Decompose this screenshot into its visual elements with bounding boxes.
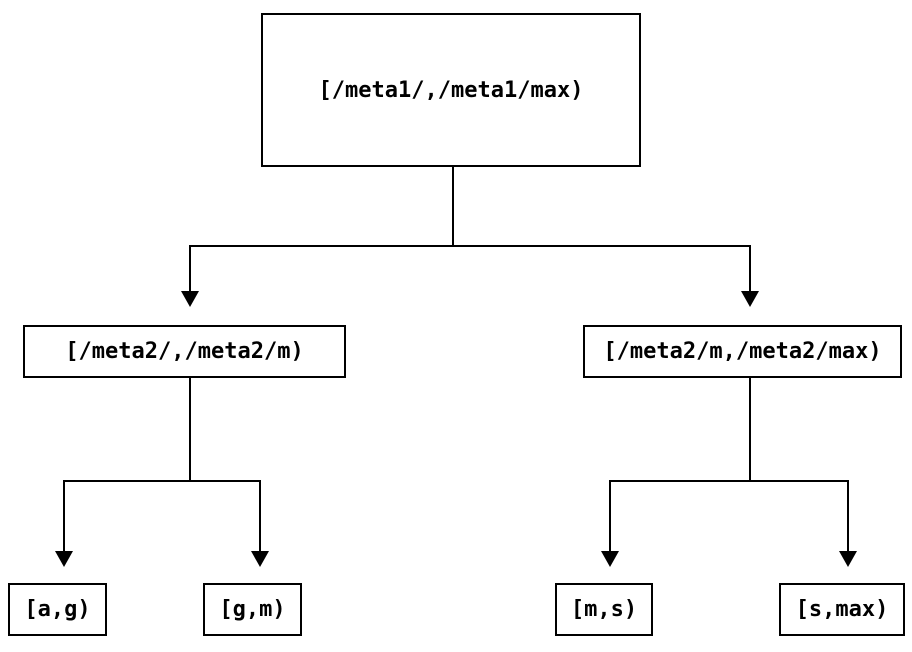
node-root-label: [/meta1/,/meta1/max) xyxy=(318,77,584,103)
node-leaf-m-s-label: [m,s) xyxy=(570,597,638,622)
arrowhead-down-icon xyxy=(839,551,857,567)
node-meta2-low: [/meta2/,/meta2/m) xyxy=(23,325,346,378)
node-leaf-g-m-label: [g,m) xyxy=(219,597,286,622)
node-meta2-high-label: [/meta2/m,/meta2/max) xyxy=(603,339,882,364)
edge-group-meta2-high xyxy=(609,378,849,553)
edge-group-root xyxy=(189,167,751,293)
node-leaf-a-g: [a,g) xyxy=(8,583,107,636)
node-leaf-s-max: [s,max) xyxy=(779,583,905,636)
node-meta2-high: [/meta2/m,/meta2/max) xyxy=(583,325,902,378)
edge-group-meta2-low xyxy=(63,378,261,553)
node-meta2-low-label: [/meta2/,/meta2/m) xyxy=(65,339,304,364)
node-leaf-g-m: [g,m) xyxy=(203,583,302,636)
arrowhead-down-icon xyxy=(601,551,619,567)
arrowhead-down-icon xyxy=(741,291,759,307)
node-leaf-s-max-label: [s,max) xyxy=(795,597,889,622)
arrowhead-down-icon xyxy=(181,291,199,307)
arrowhead-down-icon xyxy=(251,551,269,567)
node-leaf-m-s: [m,s) xyxy=(555,583,653,636)
node-leaf-a-g-label: [a,g) xyxy=(24,597,91,622)
node-root: [/meta1/,/meta1/max) xyxy=(261,13,641,167)
arrowhead-down-icon xyxy=(55,551,73,567)
arrowheads xyxy=(55,291,857,567)
